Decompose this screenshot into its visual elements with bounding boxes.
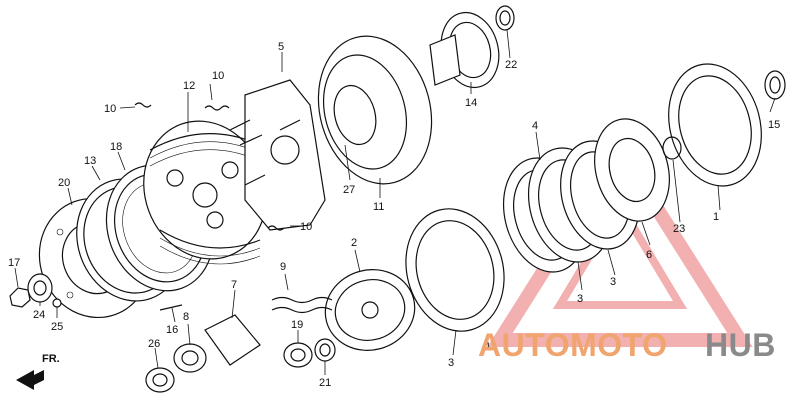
callout-11: 11 xyxy=(373,201,384,213)
watermark-part2: HUB xyxy=(705,327,776,363)
plate-5 xyxy=(229,79,326,231)
clutch-center-2 xyxy=(324,269,416,351)
leader-lines xyxy=(14,29,776,375)
gear-14 xyxy=(429,11,500,89)
callout-21: 21 xyxy=(319,377,331,389)
circlip-23 xyxy=(662,136,682,160)
bolt-16 xyxy=(159,304,183,311)
callout-8: 8 xyxy=(183,311,189,323)
callout-10-a: 10 xyxy=(212,70,224,82)
callout-17: 17 xyxy=(8,257,20,269)
washer-21 xyxy=(314,338,336,362)
callout-13: 13 xyxy=(84,155,96,167)
callout-2: 2 xyxy=(351,237,357,249)
spring-10-left xyxy=(134,102,152,108)
callout-1: 1 xyxy=(713,211,719,223)
washer-8 xyxy=(173,343,207,373)
shoe-assembly-12 xyxy=(143,120,267,265)
watermark: AUTOMOTO HUB xyxy=(478,327,776,363)
clutch-outer-1 xyxy=(668,63,762,187)
callout-9: 9 xyxy=(280,261,286,273)
callout-3-c: 3 xyxy=(448,357,454,369)
callout-16: 16 xyxy=(166,324,178,336)
callout-26: 26 xyxy=(148,338,160,350)
bearing-26 xyxy=(145,367,175,393)
springs-9 xyxy=(271,296,333,314)
housing-11 xyxy=(317,35,433,185)
callout-7: 7 xyxy=(231,279,237,291)
callout-3-a: 3 xyxy=(610,276,616,288)
callouts: 5 10 10 12 18 13 20 27 11 10 14 22 15 1 … xyxy=(8,41,780,389)
watermark-part1: AUTOMOTO xyxy=(478,327,667,363)
bolt-25 xyxy=(52,298,62,308)
callout-10-c: 10 xyxy=(300,221,312,233)
front-label: FR. xyxy=(42,353,60,365)
washer-22 xyxy=(495,5,515,31)
front-arrow: FR. xyxy=(16,353,60,390)
callout-25: 25 xyxy=(51,321,63,333)
callout-4-bottom: 4 xyxy=(484,341,490,353)
callout-10-b: 10 xyxy=(104,103,116,115)
callout-24: 24 xyxy=(33,309,45,321)
disc-stack xyxy=(405,140,640,332)
callout-4-top: 4 xyxy=(532,120,538,132)
callout-15: 15 xyxy=(768,119,780,131)
washer-24 xyxy=(27,273,53,303)
callout-19: 18 xyxy=(110,141,122,153)
callout-22: 22 xyxy=(505,59,517,71)
callout-23: 23 xyxy=(673,223,685,235)
spring-10-top xyxy=(204,105,230,111)
callout-5: 5 xyxy=(278,41,284,53)
plate-6 xyxy=(594,118,670,222)
spring-10-bottom xyxy=(267,225,285,231)
callout-3-b: 3 xyxy=(577,293,583,305)
callout-18: 19 xyxy=(291,319,303,331)
nut-17 xyxy=(9,287,31,308)
collar-15 xyxy=(764,70,786,100)
callout-14: 14 xyxy=(465,97,477,109)
callout-27: 27 xyxy=(343,184,355,196)
callout-12: 12 xyxy=(183,80,195,92)
plate-7 xyxy=(204,314,261,366)
nut-18 xyxy=(283,342,313,368)
callout-6: 6 xyxy=(646,249,652,261)
callout-20: 20 xyxy=(58,177,70,189)
